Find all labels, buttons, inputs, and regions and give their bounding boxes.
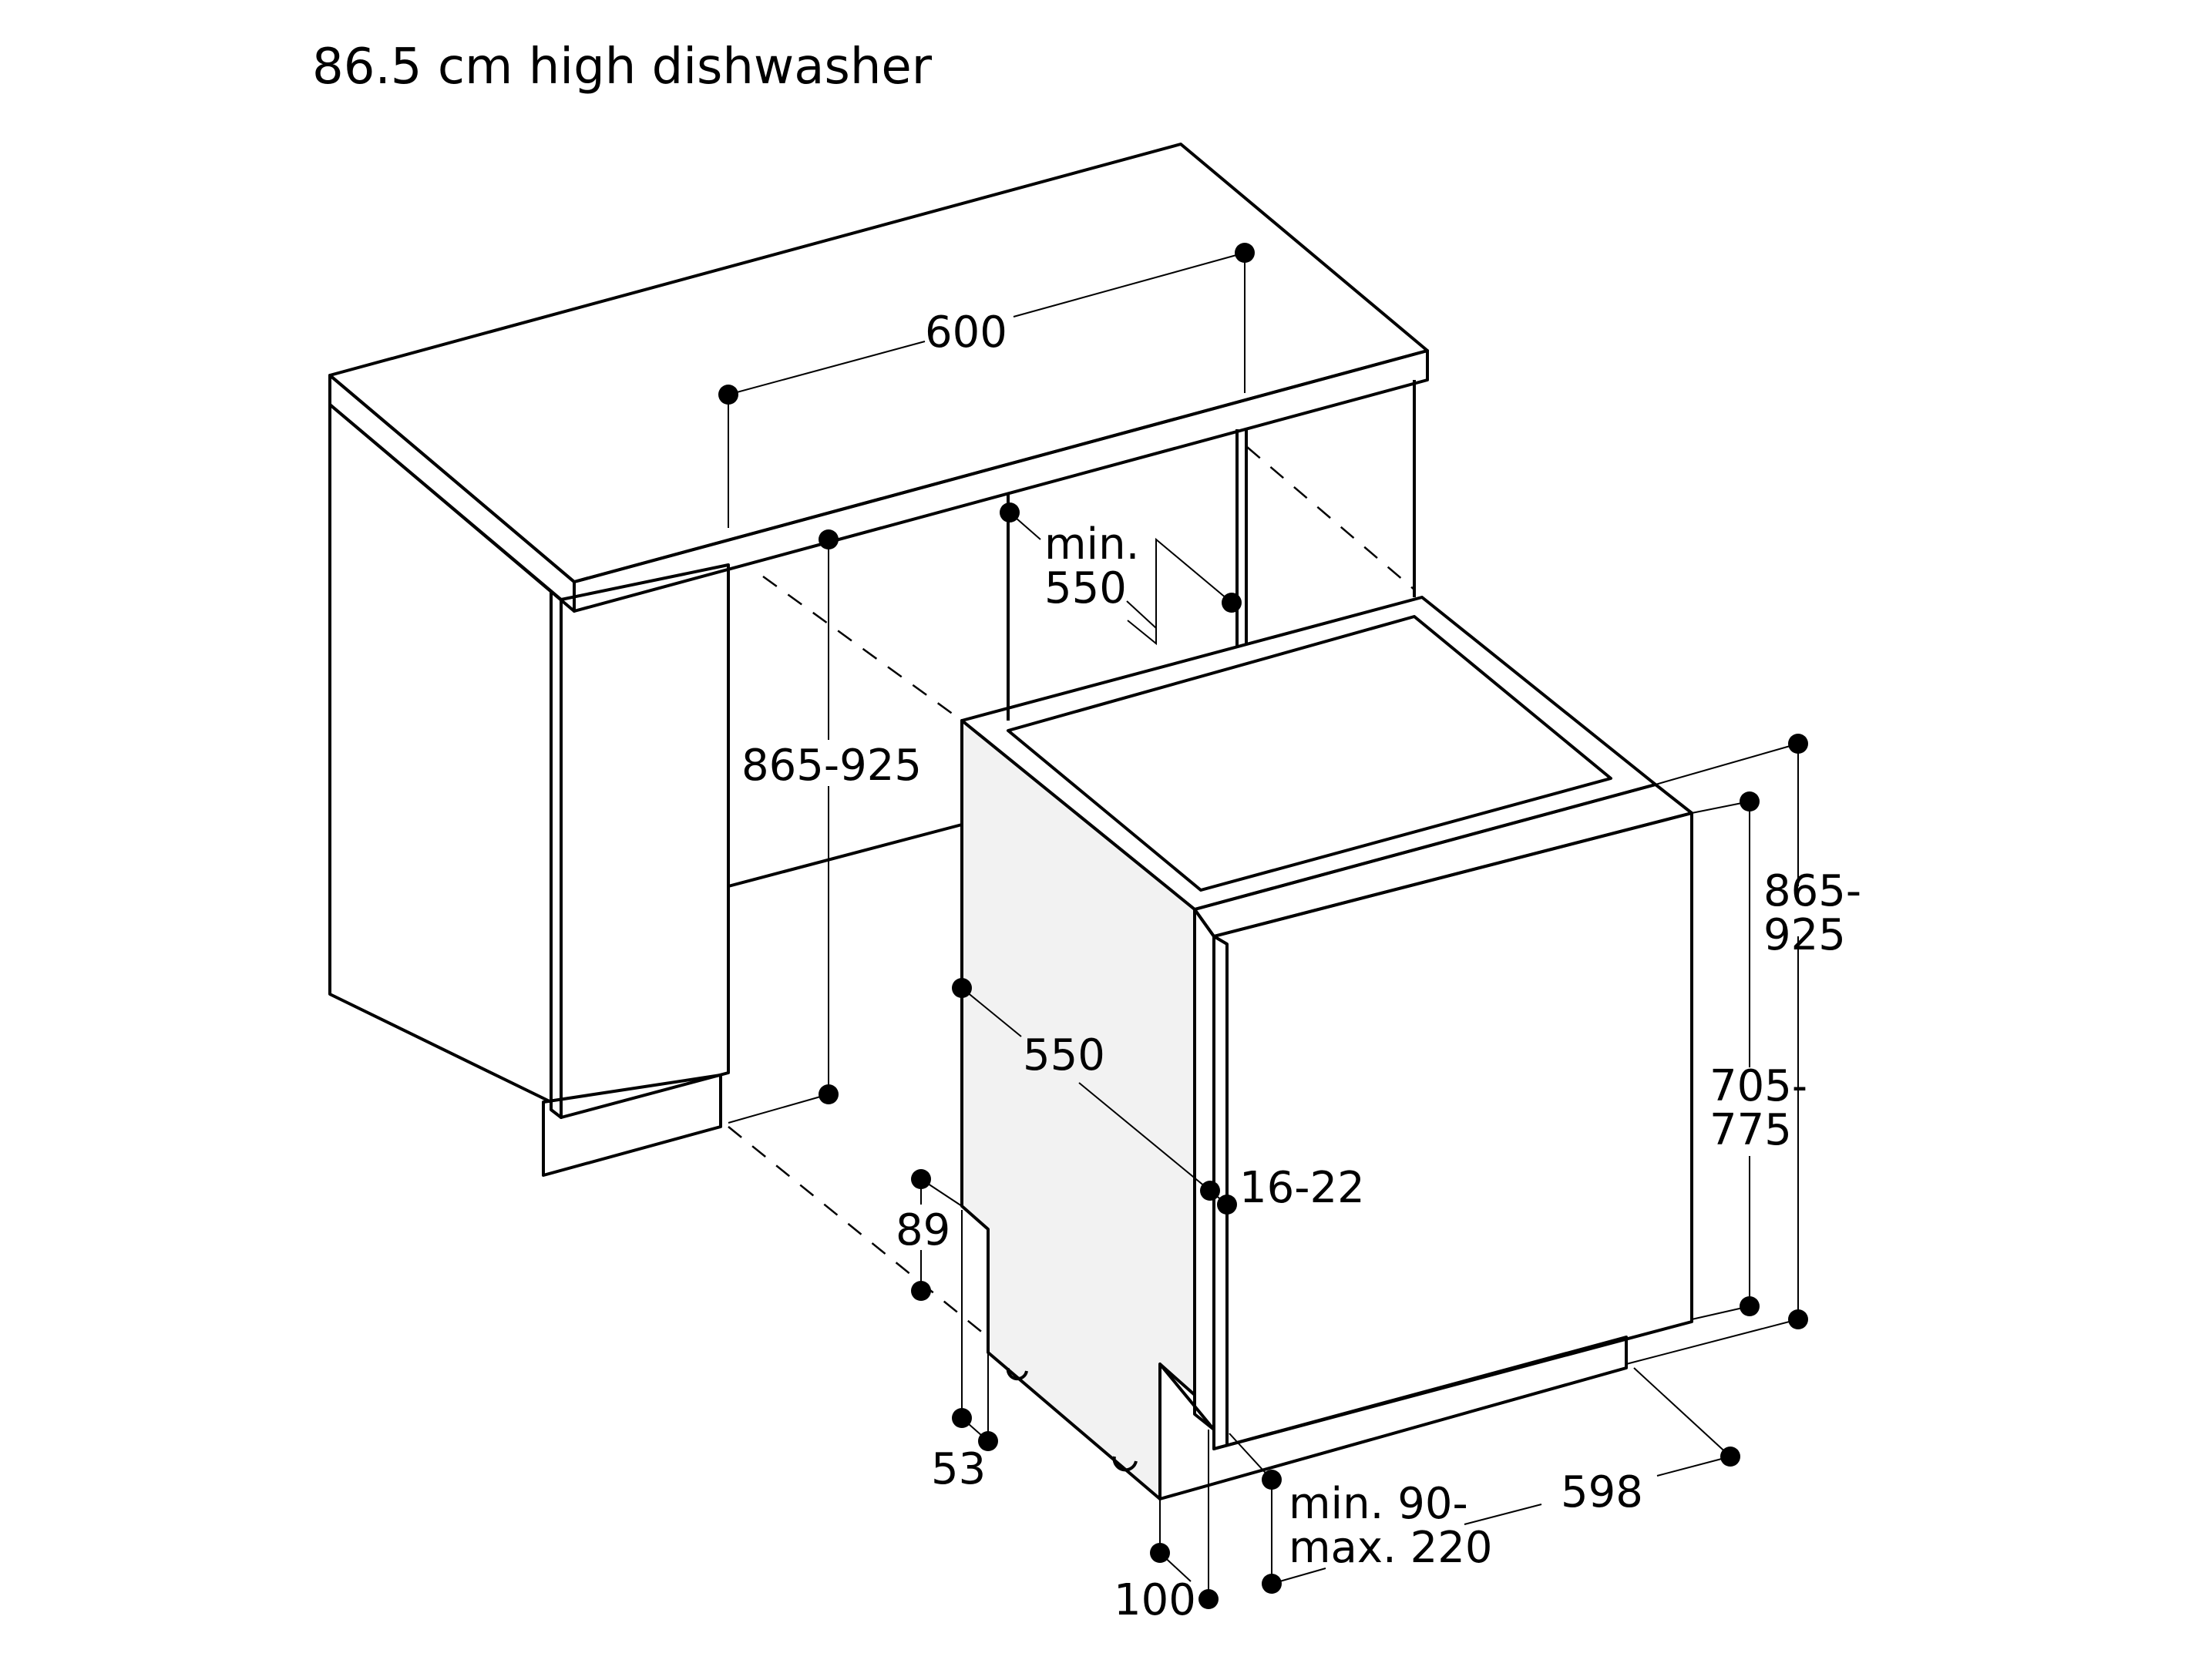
label-door-height-1: 705-	[1709, 1061, 1807, 1111]
kitchen-cabinet	[328, 143, 1429, 1177]
dishwasher-top-recess	[1007, 615, 1612, 892]
cabinet-side-panel	[328, 403, 553, 1104]
label-plinth-depth: 100	[1114, 1575, 1196, 1625]
worktop-left-edge	[328, 374, 576, 613]
dishwasher-plinth	[1158, 1336, 1628, 1500]
label-min-depth-1: min.	[1044, 519, 1139, 570]
label-niche-height: 865-925	[741, 741, 922, 791]
dishwasher-control-strip	[1193, 783, 1693, 938]
diagram-title: 86.5 cm high dishwasher	[312, 39, 933, 96]
label-door-gap: 16-22	[1239, 1163, 1365, 1213]
dimension-markers	[718, 243, 1808, 1609]
label-door-height-2: 775	[1709, 1105, 1792, 1155]
dishwasher-appliance	[960, 596, 1693, 1500]
label-foot-height: 53	[931, 1444, 986, 1494]
label-appliance-width: 598	[1561, 1467, 1643, 1517]
dimension-labels: 600 min. 550 865-925 550 16-22 89 53 865…	[741, 307, 1861, 1625]
niche-dashed-outline	[728, 446, 1415, 1338]
label-appliance-depth: 550	[1023, 1030, 1105, 1080]
cabinet-plinth	[542, 1074, 722, 1177]
dishwasher-front-frame	[1193, 908, 1215, 1431]
dishwasher-foot-front	[1112, 1456, 1138, 1472]
label-appliance-height-2: 925	[1763, 910, 1846, 960]
cabinet-door	[560, 563, 730, 1119]
label-min-depth-2: 550	[1044, 563, 1127, 613]
dishwasher-door	[1212, 812, 1693, 1450]
worktop-front-edge	[573, 349, 1429, 613]
dishwasher-door-edge	[1212, 935, 1229, 1445]
label-plinth-2: max. 220	[1289, 1523, 1493, 1573]
label-plinth-1: min. 90-	[1289, 1479, 1468, 1529]
niche-floor-line	[728, 823, 963, 888]
dishwasher-foot-rear	[1006, 1367, 1028, 1381]
dimension-lines	[728, 252, 1799, 1599]
label-appliance-height-1: 865-	[1763, 866, 1861, 916]
label-base-height: 89	[896, 1205, 950, 1255]
label-worktop-width: 600	[925, 307, 1007, 358]
